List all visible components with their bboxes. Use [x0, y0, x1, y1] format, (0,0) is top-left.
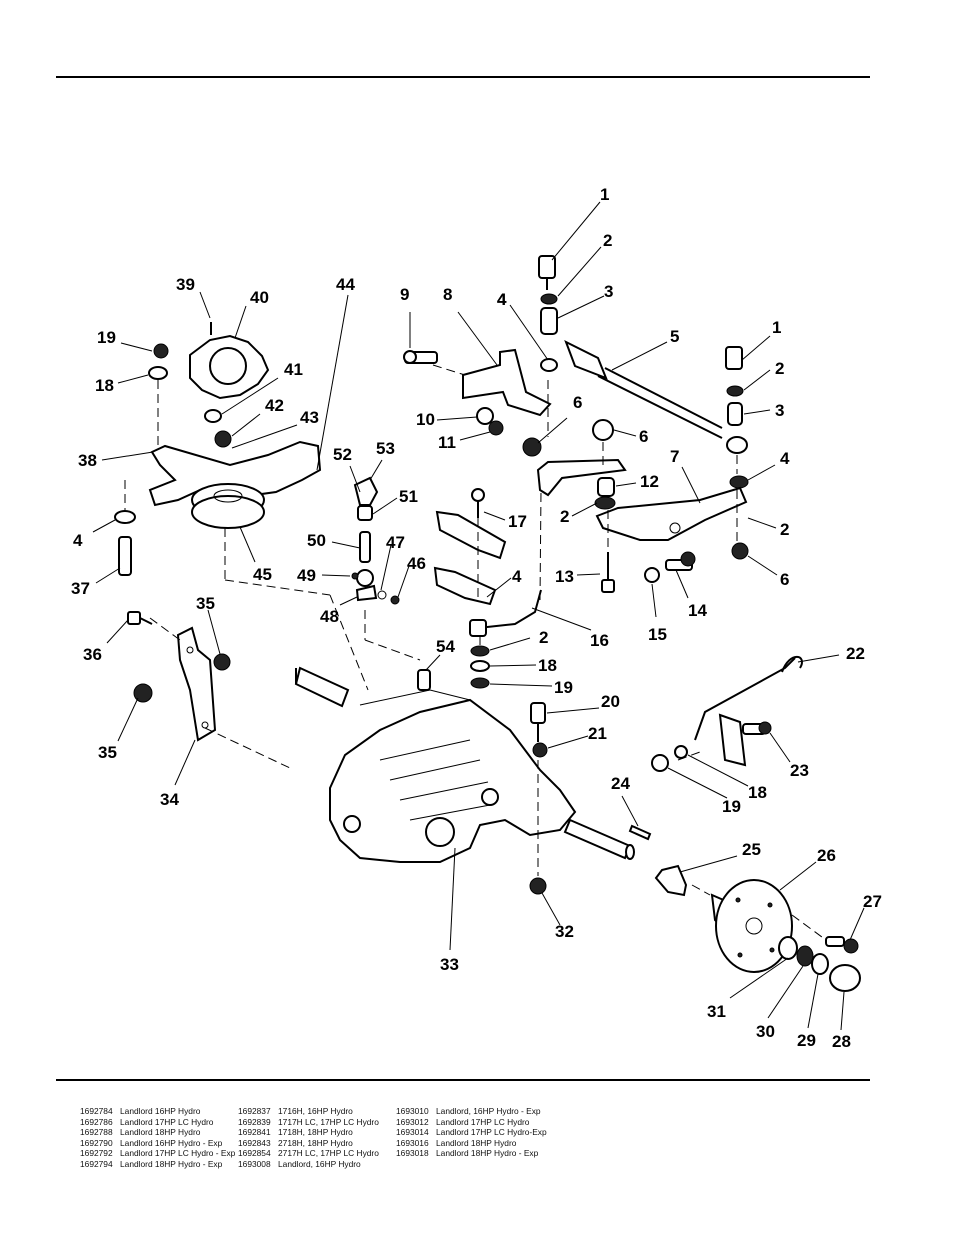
callout-label: 21	[588, 724, 607, 743]
callout-label: 15	[648, 625, 667, 644]
callout-label: 2	[780, 520, 789, 539]
callout-label: 2	[775, 359, 784, 378]
callout-label: 39	[176, 275, 195, 294]
callout-label: 34	[160, 790, 179, 809]
callout-label: 4	[73, 531, 83, 550]
callout-label: 6	[573, 393, 582, 412]
callout-label: 24	[611, 774, 630, 793]
callout-label: 37	[71, 579, 90, 598]
callout-label: 17	[508, 512, 527, 531]
callout-label: 18	[748, 783, 767, 802]
callout-label: 4	[497, 290, 507, 309]
callout-label: 44	[336, 275, 355, 294]
callout-label: 38	[78, 451, 97, 470]
callout-label: 19	[97, 328, 116, 347]
callout-label: 11	[438, 433, 456, 452]
parts-drawing	[114, 255, 861, 992]
callout-label: 2	[603, 231, 612, 250]
callout-label: 22	[846, 644, 865, 663]
callout-label: 50	[307, 531, 326, 550]
callout-label: 6	[639, 427, 648, 446]
callout-label: 3	[775, 401, 784, 420]
callout-label: 3	[604, 282, 613, 301]
bottom-rule	[56, 1079, 870, 1081]
callout-label: 29	[797, 1031, 816, 1050]
callout-label: 31	[707, 1002, 726, 1021]
callout-label: 28	[832, 1032, 851, 1051]
callout-label: 25	[742, 840, 761, 859]
callout-label: 36	[83, 645, 102, 664]
callout-label: 19	[722, 797, 741, 816]
callout-label: 1	[600, 185, 609, 204]
callout-label: 40	[250, 288, 269, 307]
callout-label: 10	[416, 410, 435, 429]
callout-label: 46	[407, 554, 426, 573]
callout-labels: 1 2 3 4 5 1 2 3 9 8 4 39 40 44 19 18 41 …	[71, 185, 882, 1051]
callout-label: 2	[539, 628, 548, 647]
callout-label: 45	[253, 565, 272, 584]
callout-label: 52	[333, 445, 352, 464]
callout-label: 8	[443, 285, 452, 304]
callout-label: 2	[560, 507, 569, 526]
callout-label: 19	[554, 678, 573, 697]
callout-label: 53	[376, 439, 395, 458]
top-rule	[56, 76, 870, 78]
callout-label: 41	[284, 360, 303, 379]
callout-label: 16	[590, 631, 609, 650]
callout-label: 35	[196, 594, 215, 613]
callout-label: 18	[95, 376, 114, 395]
callout-label: 27	[863, 892, 882, 911]
callout-label: 30	[756, 1022, 775, 1041]
callout-label: 32	[555, 922, 574, 941]
callout-label: 20	[601, 692, 620, 711]
callout-label: 14	[688, 601, 707, 620]
callout-label: 51	[399, 487, 418, 506]
callout-label: 47	[386, 533, 405, 552]
assembly-lines	[124, 364, 827, 941]
callout-label: 54	[436, 637, 455, 656]
callout-label: 4	[780, 449, 790, 468]
callout-label: 7	[670, 447, 679, 466]
callout-label: 49	[297, 566, 316, 585]
callout-label: 5	[670, 327, 679, 346]
callout-label: 26	[817, 846, 836, 865]
callout-label: 48	[320, 607, 339, 626]
callout-label: 18	[538, 656, 557, 675]
callout-label: 1	[772, 318, 781, 337]
callout-label: 9	[400, 285, 409, 304]
callout-label: 23	[790, 761, 809, 780]
leader-lines	[92, 201, 865, 1031]
callout-label: 4	[512, 567, 522, 586]
callout-label: 43	[300, 408, 319, 427]
callout-label: 42	[265, 396, 284, 415]
callout-label: 13	[555, 567, 574, 586]
callout-label: 6	[780, 570, 789, 589]
callout-label: 35	[98, 743, 117, 762]
callout-label: 4	[497, 290, 507, 309]
callout-label: 33	[440, 955, 459, 974]
callout-label: 12	[640, 472, 659, 491]
